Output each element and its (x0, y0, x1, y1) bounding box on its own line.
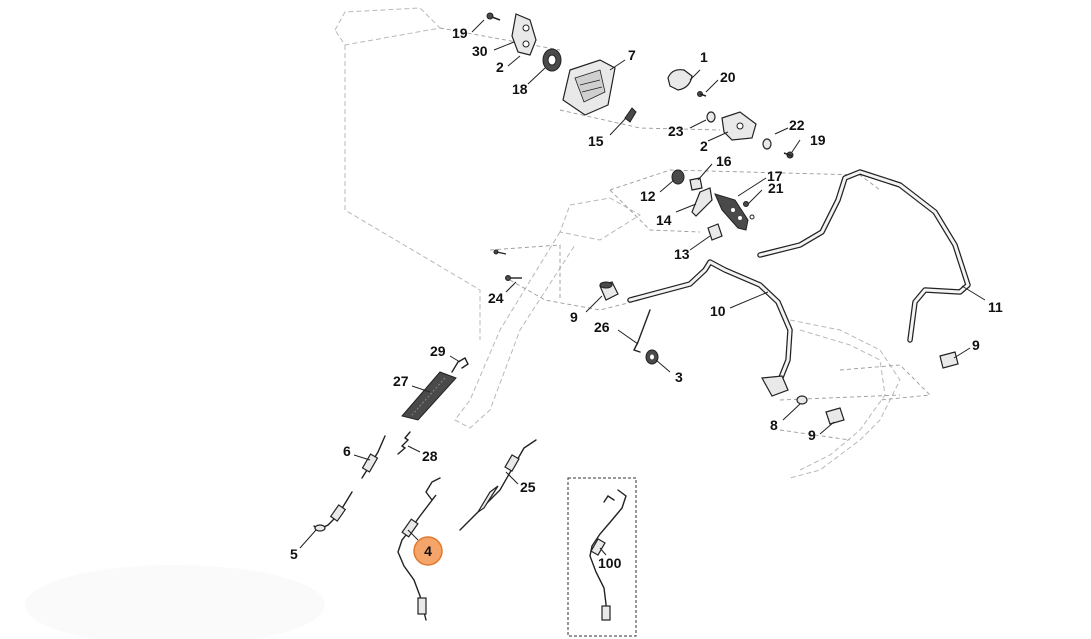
part-16-bushing[interactable] (689, 177, 703, 191)
part-28-spring[interactable] (397, 431, 411, 455)
ghost-frame-outline (334, 7, 931, 479)
label-9-right: 9 (972, 337, 980, 353)
label-22: 22 (789, 117, 805, 133)
leader-lines (299, 19, 986, 556)
label-24: 24 (488, 290, 504, 306)
label-18: 18 (512, 81, 528, 97)
part-screw-icon-left (493, 249, 507, 255)
label-2-lower: 2 (700, 138, 708, 154)
part-12-bushing[interactable] (671, 169, 685, 185)
part-18-washer[interactable] (542, 48, 562, 72)
part-27-grip[interactable] (401, 371, 457, 421)
label-3: 3 (675, 369, 683, 385)
label-13: 13 (674, 246, 690, 262)
part-25-cable[interactable] (459, 439, 537, 531)
part-26-rod[interactable] (633, 309, 651, 353)
part-3-washer[interactable] (645, 349, 659, 365)
part-17-handle-lever[interactable] (714, 193, 749, 231)
label-15: 15 (588, 133, 604, 149)
part-23-washer[interactable] (706, 111, 716, 123)
kit-100-frame (567, 477, 637, 637)
part-1-knob[interactable] (667, 69, 693, 91)
part-29-spring-hook[interactable] (451, 357, 469, 373)
part-9-bushing-left[interactable] (599, 281, 619, 301)
part-14-lever[interactable] (691, 187, 713, 217)
label-20: 20 (720, 69, 736, 85)
label-4: 4 (424, 543, 432, 559)
label-16: 16 (716, 153, 732, 169)
part-13-bracket[interactable] (707, 223, 723, 241)
label-11: 11 (988, 299, 1003, 315)
part-19-screw-top[interactable] (486, 12, 501, 21)
part-6-cable-end[interactable] (361, 435, 386, 479)
part-11-upper-handle[interactable] (757, 169, 971, 343)
label-7: 7 (628, 47, 636, 63)
label-5: 5 (290, 546, 298, 562)
label-27: 27 (393, 373, 409, 389)
part-labels: 19 30 2 18 7 1 20 23 2 22 19 15 16 12 17… (290, 25, 1003, 571)
part-7-control-housing[interactable] (562, 59, 616, 116)
label-26: 26 (594, 319, 610, 335)
callout-part-4-highlight[interactable]: 4 (413, 536, 443, 566)
label-28: 28 (422, 448, 438, 464)
small-screw-icon (749, 214, 755, 220)
part-5-cable[interactable] (313, 491, 353, 532)
label-9-bottom: 9 (808, 427, 816, 443)
part-24-screw[interactable] (505, 275, 523, 281)
part-21-screw[interactable] (743, 201, 749, 207)
part-100-cable-kit[interactable] (589, 489, 627, 621)
label-100: 100 (598, 555, 622, 571)
part-4-cable[interactable] (397, 477, 441, 621)
label-19-lower: 19 (810, 132, 826, 148)
label-21: 21 (768, 180, 784, 196)
label-25: 25 (520, 479, 536, 495)
part-8-pin[interactable] (796, 395, 808, 405)
part-9-bushing-right[interactable] (939, 351, 959, 369)
label-8: 8 (770, 417, 778, 433)
part-22-washer[interactable] (762, 138, 772, 150)
part-15-clip[interactable] (624, 107, 637, 123)
background-shadow (25, 565, 325, 639)
label-9-left: 9 (570, 309, 578, 325)
label-10: 10 (710, 303, 726, 319)
label-19-top: 19 (452, 25, 468, 41)
label-30: 30 (472, 43, 488, 59)
part-20-screw[interactable] (697, 91, 707, 97)
part-2-upper-bracket[interactable] (511, 13, 537, 56)
label-12: 12 (640, 188, 656, 204)
part-9-bushing-bottom[interactable] (825, 407, 845, 425)
label-23: 23 (668, 123, 684, 139)
label-2-top: 2 (496, 59, 504, 75)
label-1: 1 (700, 49, 708, 65)
label-17: 17 (767, 168, 783, 184)
part-2-lower-bracket[interactable] (721, 111, 757, 141)
label-29: 29 (430, 343, 446, 359)
part-19-screw-lower[interactable] (783, 151, 794, 159)
label-14: 14 (656, 212, 672, 228)
part-10-lower-handle[interactable] (627, 259, 793, 397)
label-6: 6 (343, 443, 351, 459)
